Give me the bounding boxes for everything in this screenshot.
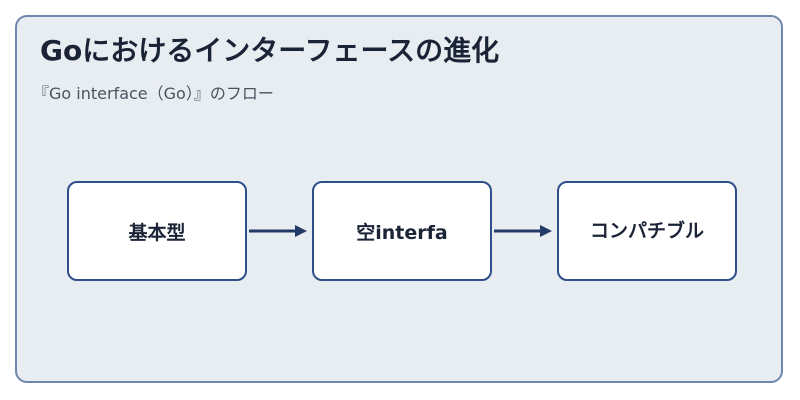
flow-node-label: 空interfa: [356, 221, 448, 244]
flow-arrow-2: [494, 225, 552, 237]
flow-node-basic-type: 基本型: [67, 181, 247, 281]
flow-node-compatible: コンパチブル: [557, 181, 737, 281]
diagram-subtitle: 『Go interface（Go）』のフロー: [33, 84, 274, 103]
flow-node-label: 基本型: [128, 221, 186, 244]
flow-arrow-1: [249, 225, 307, 237]
diagram-panel: Goにおけるインターフェースの進化 『Go interface（Go）』のフロー…: [15, 15, 783, 383]
diagram-title: Goにおけるインターフェースの進化: [40, 34, 500, 67]
flow-node-label: コンパチブル: [589, 219, 704, 242]
flow-node-empty-interface: 空interfa: [312, 181, 492, 281]
